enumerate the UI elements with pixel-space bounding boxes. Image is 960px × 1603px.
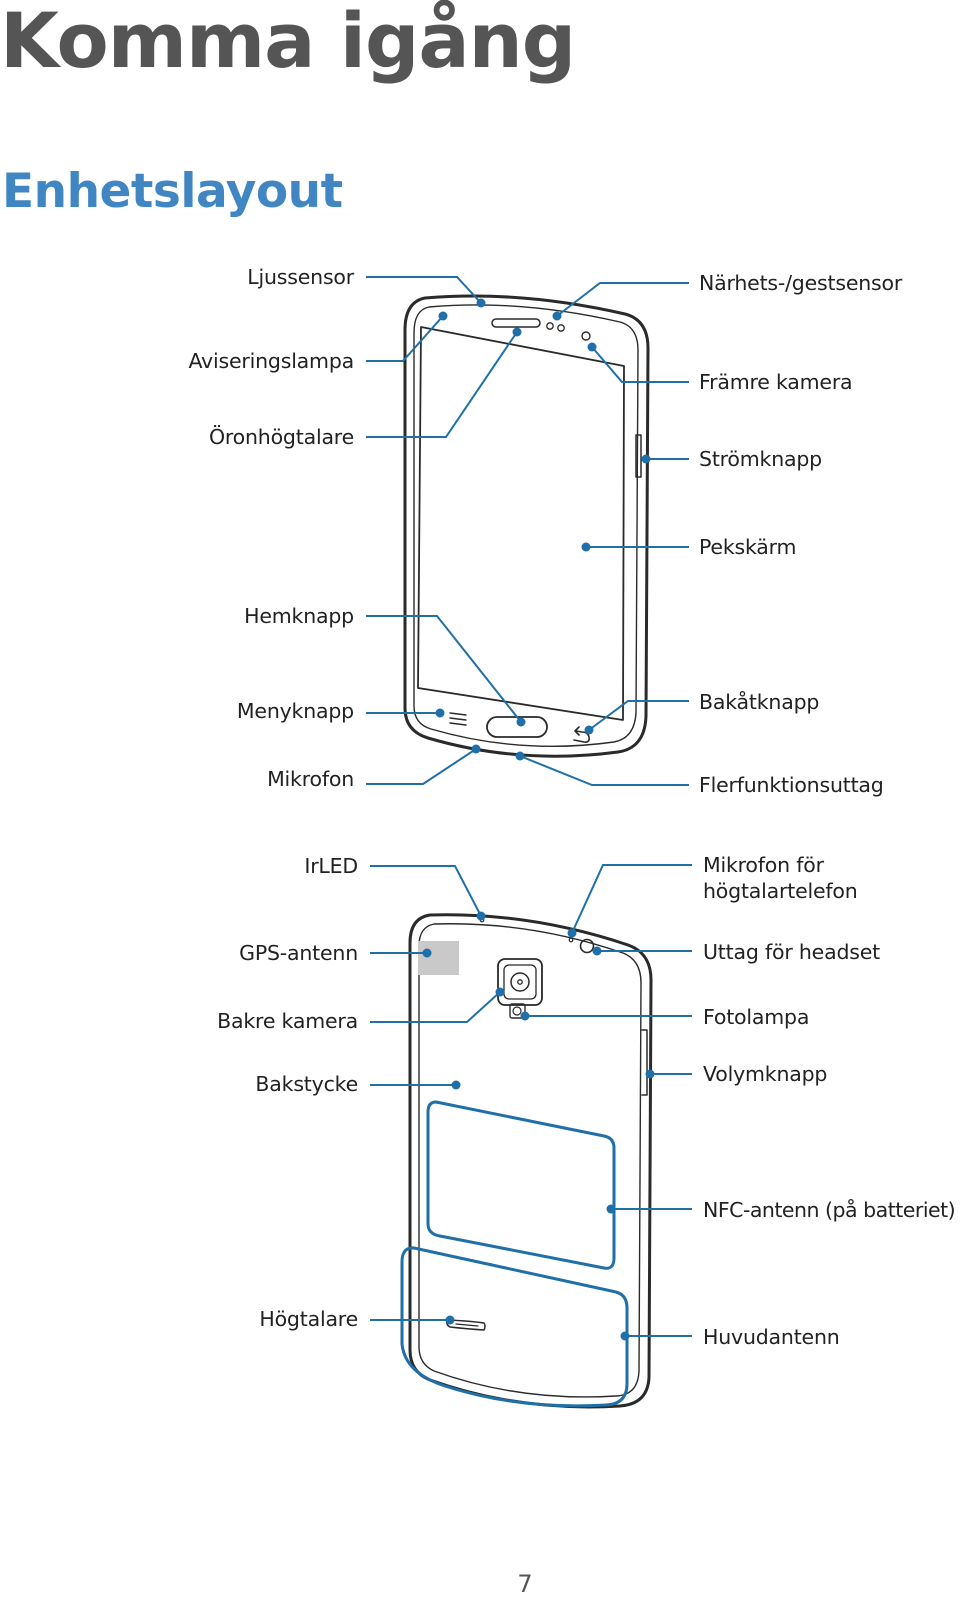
gps-antenna-area: [418, 941, 459, 975]
label-bakstycke: Bakstycke: [255, 1072, 358, 1096]
label-uttag-headset: Uttag för headset: [703, 940, 880, 964]
label-irled: IrLED: [304, 854, 358, 878]
label-huvudantenn: Huvudantenn: [703, 1325, 840, 1349]
touchscreen: [417, 326, 625, 721]
headset-jack: [579, 938, 595, 954]
label-flerfunktionsuttag: Flerfunktionsuttag: [699, 773, 884, 797]
label-oronhogtalare: Öronhögtalare: [208, 425, 354, 449]
volume-key: [641, 1029, 648, 1096]
front-phone: [403, 294, 650, 758]
flash: [509, 1003, 526, 1019]
label-narhetssensor: Närhets-/gestsensor: [699, 271, 903, 295]
label-mikrofon-hogtalartelefon-line1: Mikrofon för: [703, 853, 824, 877]
label-hogtalare: Högtalare: [259, 1307, 358, 1331]
label-framre-kamera: Främre kamera: [699, 370, 853, 394]
earpiece-grille: [491, 318, 541, 328]
back-phone: [408, 913, 653, 1409]
label-stromknapp: Strömknapp: [699, 447, 822, 471]
label-nfc-antenn: NFC-antenn (på batteriet): [703, 1198, 956, 1222]
power-key: [635, 434, 642, 478]
label-mikrofon: Mikrofon: [267, 767, 354, 791]
label-ljussensor: Ljussensor: [247, 265, 354, 289]
label-hemknapp: Hemknapp: [244, 604, 354, 628]
label-mikrofon-hogtalartelefon-line2: högtalartelefon: [703, 879, 858, 903]
menu-key-icon: [449, 712, 467, 726]
rear-camera-housing: [497, 958, 543, 1006]
main-antenna-outline: [400, 1246, 629, 1408]
label-gps-antenn: GPS-antenn: [239, 941, 358, 965]
label-bakatknapp: Bakåtknapp: [699, 690, 820, 714]
label-bakre-kamera: Bakre kamera: [217, 1009, 358, 1033]
chapter-title: Komma igång: [0, 0, 576, 85]
label-volymknapp: Volymknapp: [703, 1062, 828, 1086]
label-fotolampa: Fotolampa: [703, 1005, 810, 1029]
front-camera-lens: [581, 331, 591, 341]
label-menyknapp: Menyknapp: [236, 699, 354, 723]
page-number: 7: [517, 1570, 533, 1598]
back-key-icon: [573, 726, 590, 743]
label-aviseringslampa: Aviseringslampa: [188, 349, 354, 373]
nfc-antenna-outline: [426, 1100, 616, 1270]
label-pekskarm: Pekskärm: [699, 535, 797, 559]
section-title: Enhetslayout: [2, 164, 343, 219]
